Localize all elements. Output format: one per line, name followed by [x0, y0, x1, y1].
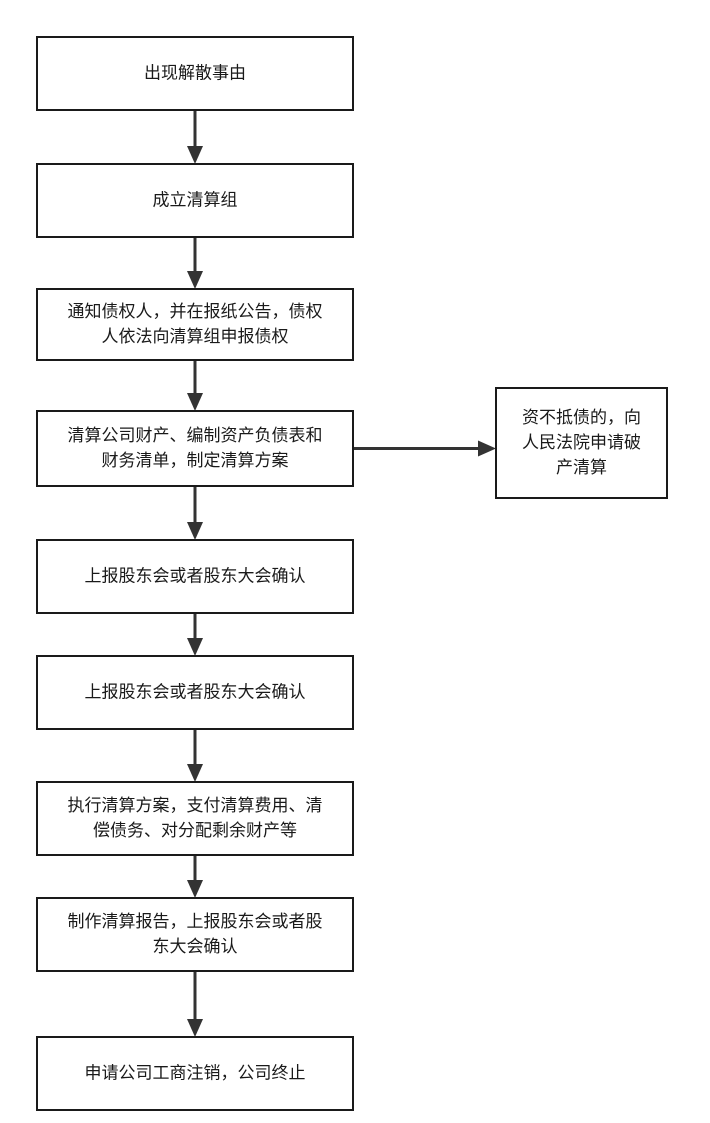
arrow-head	[187, 522, 203, 540]
flow-node-box	[36, 897, 354, 972]
flow-node-label: 人依法向清算组申报债权	[102, 327, 289, 347]
flow-node-label: 成立清算组	[153, 191, 238, 211]
flow-node-label: 上报股东会或者股东大会确认	[85, 683, 306, 703]
flow-node-label: 出现解散事由	[144, 64, 246, 84]
flow-node-label: 申请公司工商注销，公司终止	[85, 1064, 306, 1084]
flow-node-label: 产清算	[556, 458, 607, 478]
flow-node-n6: 上报股东会或者股东大会确认	[36, 655, 354, 730]
flow-node-box	[36, 288, 354, 361]
flow-node-box	[36, 655, 354, 730]
flow-arrow-n5-n6	[187, 613, 203, 656]
flow-arrow-n6-n7	[187, 729, 203, 782]
flow-node-box	[36, 36, 354, 111]
flow-node-label: 人民法院申请破	[522, 433, 641, 453]
flow-node-n8: 制作清算报告，上报股东会或者股东大会确认	[36, 897, 354, 972]
flow-node-n2: 成立清算组	[36, 163, 354, 238]
flow-arrow-n4-n5	[187, 486, 203, 540]
flow-node-label: 通知债权人，并在报纸公告，债权	[68, 302, 323, 322]
flow-node-box	[495, 387, 668, 499]
flow-arrow-n4-side	[353, 440, 496, 457]
flow-arrow-n7-n8	[187, 855, 203, 898]
flow-node-n9: 申请公司工商注销，公司终止	[36, 1036, 354, 1111]
flow-node-label: 执行清算方案，支付清算费用、清	[68, 796, 323, 816]
edges-layer	[187, 110, 496, 1037]
flow-node-label: 资不抵债的，向	[522, 408, 641, 428]
flow-node-label: 上报股东会或者股东大会确认	[85, 567, 306, 587]
arrow-head	[187, 764, 203, 782]
flow-node-label: 财务清单，制定清算方案	[102, 451, 289, 471]
flow-arrow-n2-n3	[187, 237, 203, 289]
flow-node-box	[36, 1036, 354, 1111]
arrow-head	[187, 638, 203, 656]
flow-arrow-n8-n9	[187, 971, 203, 1037]
arrow-head	[187, 880, 203, 898]
arrow-head	[187, 393, 203, 411]
flow-node-box	[36, 163, 354, 238]
flow-node-label: 偿债务、对分配剩余财产等	[93, 821, 297, 841]
arrow-head	[187, 146, 203, 164]
nodes-layer: 出现解散事由成立清算组通知债权人，并在报纸公告，债权人依法向清算组申报债权清算公…	[36, 36, 668, 1111]
flow-node-n5: 上报股东会或者股东大会确认	[36, 539, 354, 614]
flow-node-box	[36, 410, 354, 487]
flow-node-label: 清算公司财产、编制资产负债表和	[68, 426, 323, 446]
flow-node-n1: 出现解散事由	[36, 36, 354, 111]
arrow-head	[478, 440, 496, 457]
flow-arrow-n1-n2	[187, 110, 203, 164]
arrow-head	[187, 1019, 203, 1037]
flow-node-box	[36, 781, 354, 856]
flow-node-box	[36, 539, 354, 614]
flow-node-label: 东大会确认	[153, 937, 238, 957]
flow-arrow-n3-n4	[187, 360, 203, 411]
arrow-head	[187, 271, 203, 289]
flow-node-label: 制作清算报告，上报股东会或者股	[68, 912, 323, 932]
